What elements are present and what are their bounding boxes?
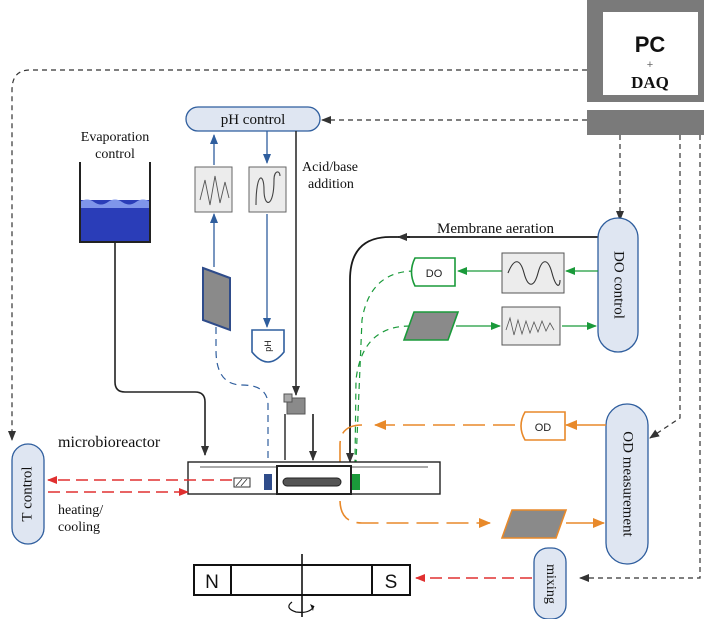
t-control-box [11, 443, 45, 545]
heating-label-line1: heating/ [58, 503, 103, 518]
do-filtered-signal-icon [507, 261, 561, 286]
od-sensor: OD [520, 411, 566, 441]
evaporation-label-line1: Evaporation [81, 130, 149, 145]
ph-signal-dashed [215, 327, 269, 462]
magnet: N S [193, 554, 411, 617]
stir-bar [282, 477, 342, 487]
do-control-box [597, 217, 639, 353]
od-measurement-block: OD measurement [605, 403, 649, 565]
ph-chart-left-frame [194, 166, 233, 213]
magnet-south-label: S [385, 572, 398, 593]
do-sensor-label: DO [426, 268, 443, 280]
ph-sensor: pH [251, 329, 285, 363]
ph-chain [210, 131, 271, 462]
od-measurement-label: OD measurement [620, 431, 636, 537]
pc-screen [603, 12, 698, 95]
do-control-label: DO control [611, 251, 627, 319]
valve-legs [284, 414, 314, 460]
heating-label-line2: cooling [58, 520, 100, 535]
ph-chart-right [248, 166, 287, 213]
rotation-arrow-icon [288, 601, 315, 613]
valve-cap [283, 393, 293, 403]
od-sensor-shape [520, 411, 566, 441]
do-plate-dashed [354, 325, 411, 463]
do-noisy-signal-icon [505, 316, 555, 336]
heater-element [233, 477, 251, 488]
do-chart-top [501, 252, 565, 294]
acid-base-label-line2: addition [308, 177, 354, 192]
pc-plus-label: + [647, 59, 653, 71]
microbioreactor [187, 461, 441, 495]
od-control-line [649, 135, 681, 439]
do-chart-bottom [501, 306, 561, 346]
liquid-surface [80, 199, 150, 208]
mixing-control-line [579, 135, 701, 582]
ph-sensor-shape [251, 329, 285, 363]
do-control-block: DO control [597, 217, 639, 353]
pc-divider [587, 102, 704, 110]
ph-chart-left [194, 166, 233, 213]
ph-converter-plate [202, 266, 231, 332]
t-control-label: T control [19, 466, 35, 521]
membrane-aeration-label: Membrane aeration [437, 221, 555, 237]
ph-control-block: pH control [185, 106, 321, 132]
od-return-arrow [339, 424, 491, 528]
t-control-line [8, 69, 587, 441]
od-measurement-box [605, 403, 649, 565]
do-sensor-spot [352, 474, 360, 490]
ph-sensor-label: pH [263, 340, 273, 352]
control-lines [8, 69, 701, 582]
membrane-aeration-line [346, 236, 600, 463]
rotation-arrowhead-icon [310, 604, 314, 611]
pc-daq-block: PC + DAQ [587, 0, 704, 135]
evaporation-label-line2: control [95, 147, 135, 162]
t-control-block: T control [11, 443, 45, 545]
ph-sensor-spot [264, 474, 272, 490]
acid-base-label-line1: Acid/base [302, 160, 358, 175]
ph-chart-right-frame [248, 166, 287, 213]
mixing-label: mixing [543, 564, 558, 604]
magnet-north-label: N [205, 572, 219, 593]
heating-cooling-arrows [47, 476, 232, 496]
ph-filtered-signal-icon [255, 171, 281, 206]
mixing-box [533, 547, 567, 619]
do-chain [354, 267, 598, 463]
do-sensor-dashed [355, 270, 416, 463]
ph-control-label: pH control [221, 112, 286, 128]
acid-base-valve [283, 393, 317, 461]
do-converter-plate [402, 311, 460, 341]
od-detector-plate [500, 509, 568, 539]
od-chain [339, 420, 606, 528]
ph-noisy-signal-icon [199, 175, 230, 206]
evaporation-line [114, 242, 209, 456]
do-chart-top-frame [501, 252, 565, 294]
ph-control-box [185, 106, 321, 132]
mixing-block: mixing [533, 547, 567, 619]
heater-hatch [235, 478, 248, 487]
od-sensor-label: OD [535, 422, 552, 434]
evaporation-beaker [79, 162, 209, 456]
daq-label: DAQ [631, 73, 669, 92]
do-sensor-shape [410, 257, 456, 287]
pc-label: PC [635, 32, 666, 57]
do-sensor: DO [410, 257, 456, 287]
microbioreactor-label: microbioreactor [58, 434, 161, 451]
